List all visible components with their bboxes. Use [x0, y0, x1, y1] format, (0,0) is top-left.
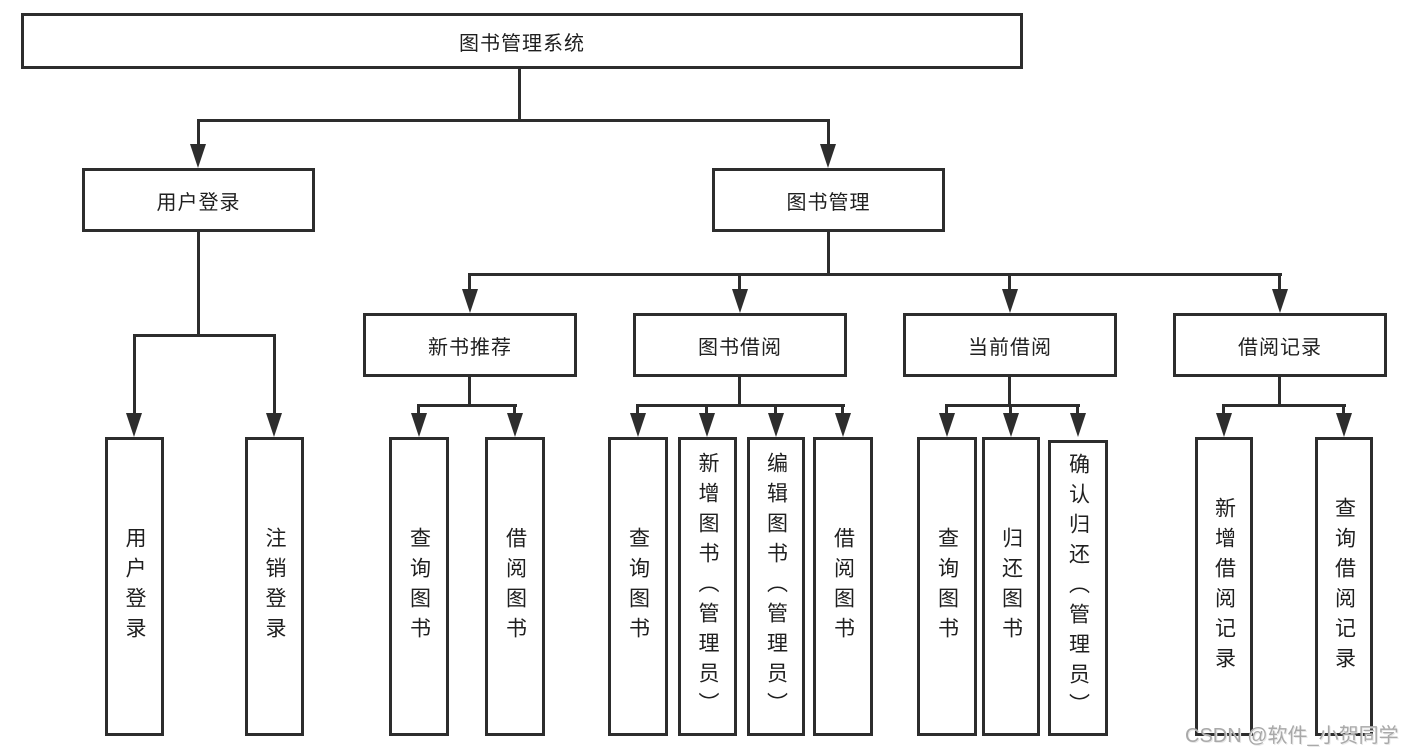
leaf-bb-query-books: 查询图书: [608, 437, 668, 736]
connector-book-mgmt-trunk: [827, 232, 830, 275]
connector-drop-bb-borrow: [841, 404, 844, 415]
connector-br-trunk: [1278, 377, 1281, 406]
connector-root-bus: [197, 119, 830, 122]
leaf-br-query-record: 查询借阅记录: [1315, 437, 1373, 736]
arrowhead-user-login: [190, 144, 206, 168]
node-borrowing-records-label: 借阅记录: [1238, 336, 1322, 359]
leaf-nb-borrow-books-label: 借阅图书: [503, 526, 527, 647]
connector-book-mgmt-bus: [468, 273, 1282, 276]
leaf-bb-add-books-admin-label: 新增图书（管理员）: [696, 451, 720, 722]
connector-drop-bb-query: [636, 404, 639, 415]
connector-drop-br-query: [1342, 404, 1345, 415]
leaf-bb-borrow-books-label: 借阅图书: [831, 526, 855, 647]
arrowhead-leaf-login: [126, 413, 142, 437]
leaf-br-add-record-label: 新增借阅记录: [1212, 496, 1236, 677]
leaf-nb-query-books: 查询图书: [389, 437, 449, 736]
connector-drop-bb-add: [705, 404, 708, 415]
connector-drop-cb-return: [1009, 404, 1012, 415]
connector-drop-cb-query: [945, 404, 948, 415]
connector-user-login-bus: [133, 334, 276, 337]
arrowhead-bb-query: [630, 413, 646, 437]
arrowhead-current-borrow: [1002, 289, 1018, 313]
connector-drop-leaf-login: [133, 334, 136, 414]
connector-nb-bus: [417, 404, 517, 407]
arrowhead-nb-borrow: [507, 413, 523, 437]
connector-drop-new-books: [468, 273, 471, 291]
arrowhead-br-query: [1336, 413, 1352, 437]
connector-drop-nb-borrow: [513, 404, 516, 415]
connector-drop-bb-edit: [774, 404, 777, 415]
node-user-login: 用户登录: [82, 168, 315, 232]
leaf-cb-query-books: 查询图书: [917, 437, 977, 736]
leaf-user-login: 用户登录: [105, 437, 164, 736]
leaf-cb-return-books-label: 归还图书: [999, 526, 1023, 647]
connector-root-trunk: [518, 69, 521, 121]
arrowhead-br-add: [1216, 413, 1232, 437]
connector-drop-cb-confirm: [1076, 404, 1079, 415]
connector-drop-borrow-records: [1278, 273, 1281, 291]
node-borrowing-records: 借阅记录: [1173, 313, 1387, 377]
leaf-cb-confirm-return-admin-label: 确认归还（管理员）: [1066, 453, 1090, 723]
node-new-book-recommend: 新书推荐: [363, 313, 577, 377]
node-current-borrowing-label: 当前借阅: [968, 336, 1052, 359]
node-new-book-recommend-label: 新书推荐: [428, 336, 512, 359]
arrowhead-nb-query: [411, 413, 427, 437]
leaf-bb-add-books-admin: 新增图书（管理员）: [678, 437, 737, 736]
node-root: 图书管理系统: [21, 13, 1023, 69]
arrowhead-bb-borrow: [835, 413, 851, 437]
arrowhead-new-books: [462, 289, 478, 313]
connector-drop-nb-query: [417, 404, 420, 415]
leaf-logout: 注销登录: [245, 437, 304, 736]
connector-drop-leaf-logout: [273, 334, 276, 414]
node-current-borrowing: 当前借阅: [903, 313, 1117, 377]
arrowhead-bb-edit: [768, 413, 784, 437]
connector-drop-current-borrow: [1008, 273, 1011, 291]
arrowhead-cb-confirm: [1070, 413, 1086, 437]
leaf-br-add-record: 新增借阅记录: [1195, 437, 1253, 736]
connector-br-bus: [1222, 404, 1346, 407]
arrowhead-book-mgmt: [820, 144, 836, 168]
connector-bb-trunk: [738, 377, 741, 406]
leaf-bb-query-books-label: 查询图书: [626, 526, 650, 647]
leaf-user-login-label: 用户登录: [123, 526, 147, 647]
leaf-cb-confirm-return-admin: 确认归还（管理员）: [1048, 440, 1108, 736]
arrowhead-leaf-logout: [266, 413, 282, 437]
csdn-watermark: CSDN @软件_小贺同学: [1185, 725, 1399, 747]
node-user-login-label: 用户登录: [156, 191, 241, 214]
leaf-bb-edit-books-admin-label: 编辑图书（管理员）: [764, 451, 788, 722]
connector-nb-trunk: [468, 377, 471, 406]
leaf-bb-borrow-books: 借阅图书: [813, 437, 873, 736]
connector-drop-book-borrow: [738, 273, 741, 291]
arrowhead-cb-query: [939, 413, 955, 437]
arrowhead-bb-add: [699, 413, 715, 437]
leaf-cb-return-books: 归还图书: [982, 437, 1040, 736]
arrowhead-book-borrow: [732, 289, 748, 313]
leaf-nb-borrow-books: 借阅图书: [485, 437, 545, 736]
arrowhead-borrow-records: [1272, 289, 1288, 313]
node-book-borrowing-label: 图书借阅: [698, 336, 782, 359]
connector-drop-book-mgmt: [827, 119, 830, 147]
node-book-management-label: 图书管理: [786, 191, 871, 214]
connector-drop-br-add: [1222, 404, 1225, 415]
arrowhead-cb-return: [1003, 413, 1019, 437]
connector-drop-user-login: [197, 119, 200, 147]
leaf-logout-label: 注销登录: [263, 526, 287, 647]
node-book-management: 图书管理: [712, 168, 945, 232]
leaf-br-query-record-label: 查询借阅记录: [1332, 496, 1356, 677]
leaf-cb-query-books-label: 查询图书: [935, 526, 959, 647]
node-book-borrowing: 图书借阅: [633, 313, 847, 377]
connector-user-login-trunk: [197, 232, 200, 335]
connector-bb-bus: [636, 404, 845, 407]
connector-cb-trunk: [1008, 377, 1011, 406]
leaf-nb-query-books-label: 查询图书: [407, 526, 431, 647]
leaf-bb-edit-books-admin: 编辑图书（管理员）: [747, 437, 805, 736]
node-root-label: 图书管理系统: [459, 32, 585, 55]
connector-cb-bus: [945, 404, 1080, 407]
